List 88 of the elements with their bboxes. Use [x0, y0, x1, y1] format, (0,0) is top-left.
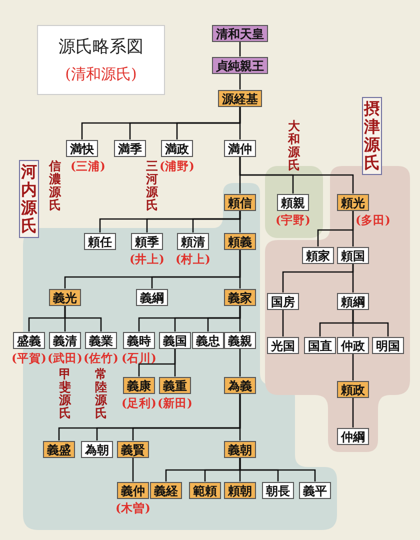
- family-line: [239, 394, 241, 440]
- highlighted-name-box: 義仲: [117, 482, 149, 498]
- family-line: [239, 306, 241, 332]
- name-box: 仲綱: [337, 428, 369, 444]
- family-line: [64, 306, 102, 332]
- family-line: [174, 348, 176, 376]
- boxed-clan-label: 河内源氏: [19, 160, 39, 238]
- highlighted-name-box: 頼光: [337, 194, 369, 210]
- clan-name: (浦野): [160, 160, 194, 172]
- family-line: [239, 250, 241, 288]
- clan-name: (平賀): [12, 352, 46, 364]
- name-box: 義親: [224, 332, 256, 348]
- highlighted-name-box: 義重: [159, 376, 191, 394]
- name-box: 光国: [267, 336, 299, 354]
- highlighted-name-box: 頼朝: [224, 482, 256, 498]
- name-box: 頼親: [277, 194, 309, 210]
- name-box: 満仲: [224, 140, 256, 156]
- clan-name: (石川): [122, 352, 156, 364]
- name-box: 義綱: [136, 288, 168, 306]
- highlighted-name-box: 貞純親王: [212, 56, 268, 74]
- family-line: [352, 310, 389, 336]
- highlighted-name-box: 義家: [224, 288, 256, 306]
- clan-name: (宇野): [276, 214, 310, 226]
- name-box: 義平: [299, 482, 331, 498]
- highlighted-name-box: 義賢: [117, 440, 149, 458]
- name-box: 義国: [159, 332, 191, 348]
- name-box: 頼季: [131, 232, 163, 250]
- name-box: 頼家: [302, 246, 334, 264]
- family-line: [352, 210, 354, 246]
- name-box: 国房: [267, 292, 299, 310]
- clan-label: 信濃源氏: [49, 160, 61, 212]
- name-box: 満快: [66, 140, 98, 156]
- highlighted-name-box: 頼義: [224, 232, 256, 250]
- name-box: 頼綱: [337, 292, 369, 310]
- clan-name: (足利): [122, 396, 156, 410]
- highlighted-name-box: 義盛: [43, 440, 75, 458]
- family-line: [239, 42, 241, 56]
- clan-label: 甲斐源氏: [59, 368, 71, 420]
- title: 源氏略系図: [58, 38, 144, 57]
- name-box: 満季: [114, 140, 146, 156]
- family-line: [239, 210, 241, 232]
- highlighted-name-box: 義朝: [224, 440, 256, 458]
- highlighted-name-box: 義経: [150, 482, 182, 498]
- name-box: 明国: [372, 336, 404, 354]
- highlighted-name-box: 頼政: [337, 380, 369, 398]
- family-line: [132, 458, 134, 482]
- highlighted-name-box: 頼信: [224, 194, 256, 210]
- highlighted-name-box: 清和天皇: [212, 24, 268, 42]
- name-box: 頼清: [177, 232, 209, 250]
- clan-name: (村上): [176, 252, 210, 266]
- clan-name: (新田): [158, 396, 192, 410]
- highlighted-name-box: 為義: [224, 376, 256, 394]
- clan-label: 常陸源氏: [95, 368, 107, 420]
- name-box: 仲政: [337, 336, 369, 354]
- clan-label: 三河源氏: [146, 160, 158, 212]
- name-box: 義忠: [192, 332, 224, 348]
- family-line: [239, 458, 316, 482]
- clan-name: (武田): [48, 352, 82, 364]
- clan-label: 大和源氏: [288, 120, 300, 172]
- clan-name: (井上): [130, 252, 164, 266]
- clan-name: (多田): [356, 214, 390, 226]
- family-line: [352, 264, 354, 292]
- name-box: 満政: [161, 140, 193, 156]
- clan-name: (木曽): [116, 502, 150, 514]
- family-line: [282, 310, 284, 336]
- name-box: 為朝: [81, 440, 113, 458]
- highlighted-name-box: 義康: [123, 376, 155, 394]
- family-line: [239, 106, 241, 140]
- clan-name: (三浦): [70, 160, 106, 172]
- boxed-clan-label: 摂津源氏: [362, 97, 382, 175]
- highlighted-name-box: 義光: [49, 288, 81, 306]
- caption: (清和源氏): [65, 66, 137, 83]
- name-box: 国直: [304, 336, 336, 354]
- name-box: 義時: [123, 332, 155, 348]
- highlighted-name-box: 範頼: [189, 482, 221, 498]
- name-box: 朝長: [262, 482, 294, 498]
- family-line: [239, 156, 354, 194]
- family-line: [239, 74, 241, 90]
- family-line: [352, 398, 354, 428]
- name-box: 頼国: [337, 246, 369, 264]
- name-box: 義業: [85, 332, 117, 348]
- family-line: [352, 354, 354, 380]
- highlighted-name-box: 源経基: [218, 90, 262, 106]
- name-box: 盛義: [13, 332, 45, 348]
- clan-name: (佐竹): [84, 352, 118, 364]
- name-box: 義清: [49, 332, 81, 348]
- family-line: [239, 348, 241, 376]
- name-box: 頼任: [84, 232, 116, 250]
